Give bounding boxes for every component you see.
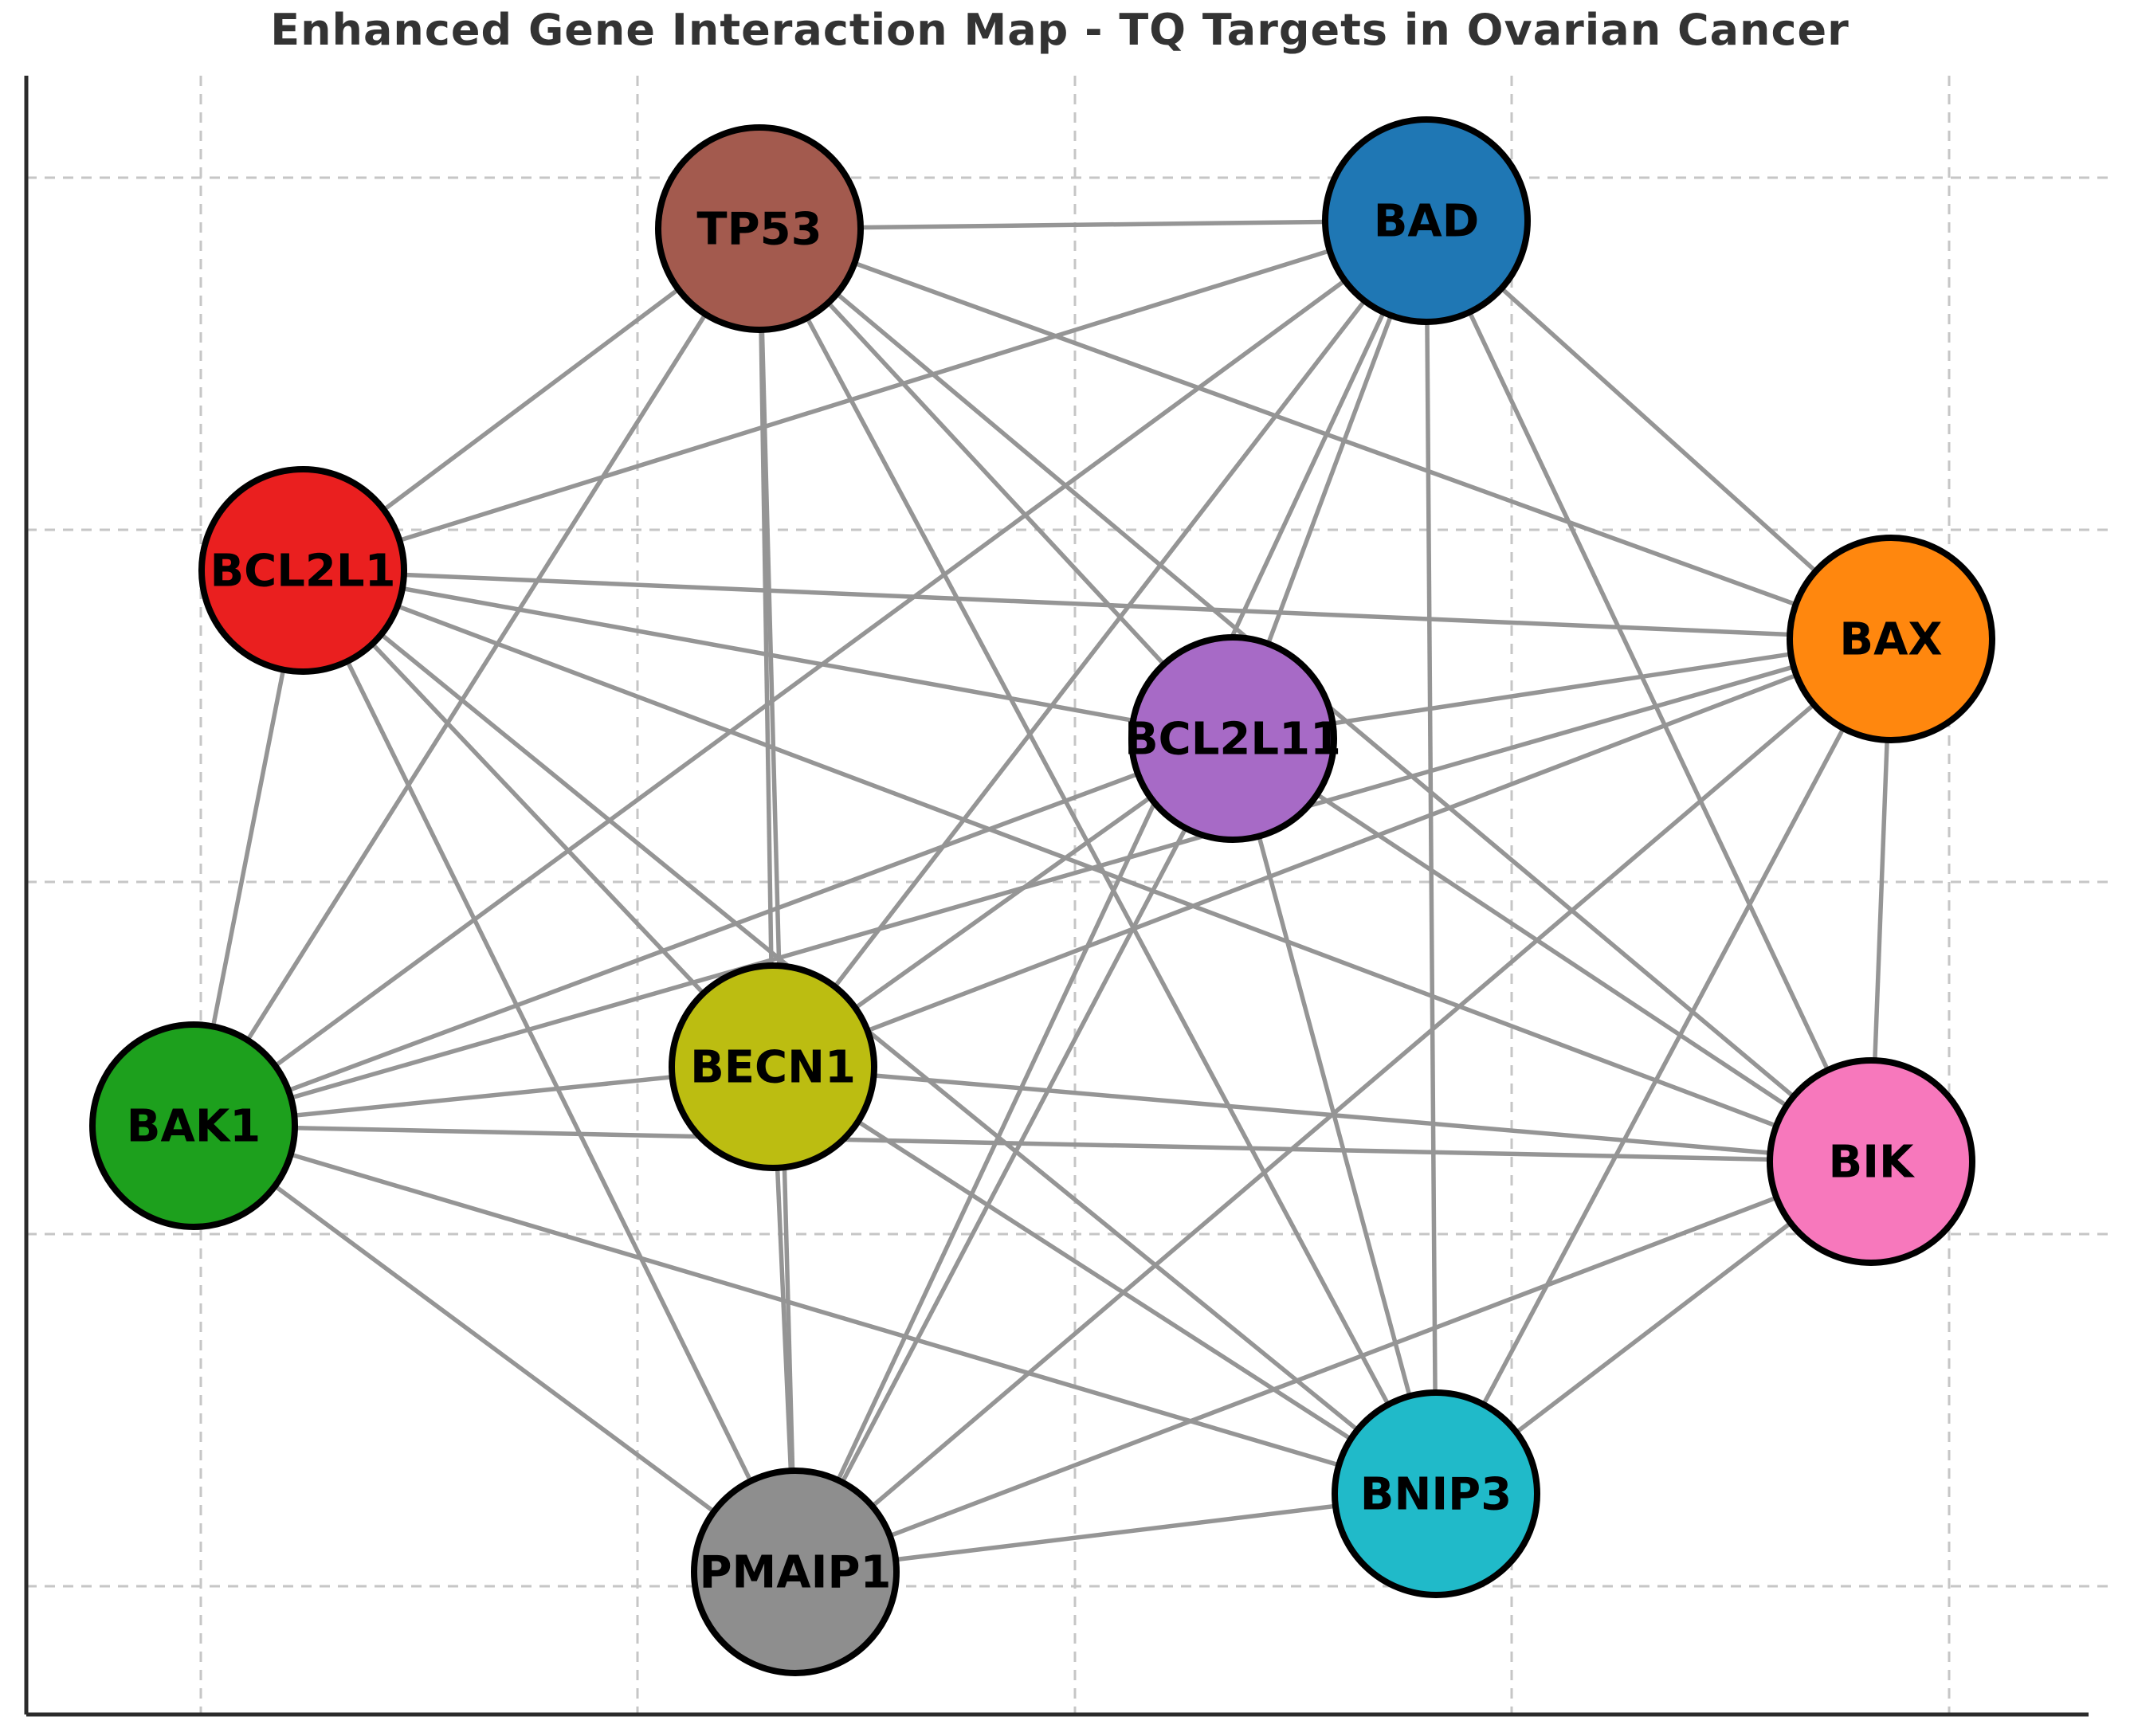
edge-BAK1-BNIP3 [193,1123,1437,1496]
edge-BAX-BAK1 [193,637,1892,1128]
edge-BNIP3-PMAIP1 [794,1491,1437,1574]
edge-BCL2L1-BIK [302,568,1872,1164]
edge-BIK-PMAIP1 [794,1159,1872,1574]
node-label: BAX [1839,614,1942,666]
node-circle [1332,1389,1540,1598]
node-label: BCL2L1 [210,546,395,598]
edge-BCL2L11-BAK1 [193,736,1234,1128]
node-TP53: TP53 [655,124,864,333]
node-label: BCL2L11 [1124,714,1341,766]
node-circle [691,1468,900,1676]
edge-TP53-BAD [759,218,1427,231]
edge-BCL2L1-BCL2L11 [302,568,1234,741]
edge-BAX-PMAIP1 [794,637,1893,1574]
edge-BECN1-BNIP3 [771,1064,1438,1496]
edge-BAD-BNIP3 [1424,220,1438,1495]
node-PMAIP1: PMAIP1 [691,1468,900,1676]
edge-BAD-PMAIP1 [793,219,1429,1573]
node-label: BECN1 [690,1042,856,1094]
edges [191,218,1893,1574]
node-label: PMAIP1 [700,1547,892,1599]
node-BNIP3: BNIP3 [1332,1389,1540,1598]
node-BAD: BAD [1322,116,1531,325]
node-BAK1: BAK1 [89,1021,298,1230]
node-label: BAK1 [127,1101,261,1153]
edge-BAX-BNIP3 [1434,637,1893,1495]
edge-BAK1-BIK [193,1123,1872,1164]
node-label: TP53 [696,204,822,256]
edge-TP53-BCL2L11 [757,227,1235,740]
node-circle [1787,535,1995,743]
edge-TP53-BNIP3 [757,227,1438,1495]
edge-BAD-BAK1 [192,218,1428,1128]
edge-BAX-BCL2L11 [1232,637,1892,741]
node-BCL2L1: BCL2L1 [198,466,407,675]
edge-BCL2L1-PMAIP1 [300,569,798,1573]
node-circle [1322,116,1531,325]
edge-BAX-BECN1 [772,637,1892,1069]
edge-BAD-BECN1 [771,219,1429,1068]
node-circle [89,1021,298,1230]
edge-BAK1-PMAIP1 [192,1123,797,1574]
node-BCL2L11: BCL2L11 [1124,634,1341,843]
node-circle [669,962,877,1171]
edge-BCL2L1-BAX [302,568,1892,641]
node-label: BAD [1374,196,1480,248]
node-circle [1767,1057,1975,1266]
edge-BCL2L11-PMAIP1 [793,737,1235,1573]
node-label: BNIP3 [1360,1469,1512,1521]
node-label: BIK [1829,1137,1916,1189]
edge-TP53-BAK1 [191,227,762,1127]
edge-TP53-PMAIP1 [757,228,798,1573]
edge-BAD-BIK [1424,219,1873,1163]
node-circle [655,124,864,333]
node-circle [198,466,407,675]
node-circle [1128,634,1337,843]
edge-BECN1-BIK [772,1064,1872,1164]
chart-title: Enhanced Gene Interaction Map - TQ Targe… [270,5,1850,55]
edge-BCL2L11-BIK [1231,736,1873,1164]
axes-spines [24,76,2089,1717]
node-BIK: BIK [1767,1057,1975,1266]
node-BAX: BAX [1787,535,1995,743]
edge-BAD-BCL2L1 [302,218,1427,573]
node-BECN1: BECN1 [669,962,877,1171]
